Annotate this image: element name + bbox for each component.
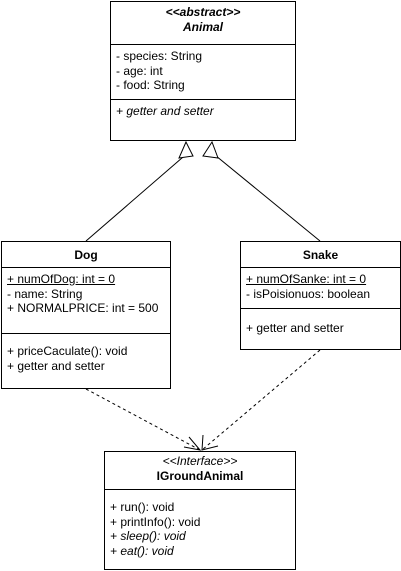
class-dog-attributes: + numOfDog: int = 0 - name: String + NOR… [2,268,170,334]
class-snake-attributes: + numOfSanke: int = 0 - isPoisionuos: bo… [241,268,400,309]
realization-arrowhead-dog [183,436,202,451]
operation: + priceCaculate(): void [7,344,128,358]
interface-igroundanimal[interactable]: <<Interface>> IGroundAnimal + run(): voi… [104,451,296,570]
class-dog-name: Dog [74,248,98,262]
class-dog[interactable]: Dog + numOfDog: int = 0 - name: String +… [1,241,171,389]
class-animal-name: Animal [182,20,223,34]
class-dog-operations: + priceCaculate(): void + getter and set… [2,334,170,388]
operation: + getter and setter [246,321,344,335]
interface-igroundanimal-header: <<Interface>> IGroundAnimal [105,452,295,490]
operation: + run(): void [110,500,175,514]
snake-inherits-animal-line [209,150,321,242]
inheritance-arrowhead-snake [202,140,219,159]
class-animal-header: <<abstract>> Animal [111,2,295,45]
class-snake-name: Snake [302,248,339,262]
interface-igroundanimal-operations: + run(): void + printInfo(): void + slee… [105,490,295,569]
operation: + getter and setter [116,104,214,118]
inheritance-arrowhead-dog [178,140,194,159]
attribute: - food: String [116,78,185,92]
dog-inherits-animal-line [85,150,191,242]
operation: + printInfo(): void [110,514,201,529]
attribute: - name: String [7,286,83,301]
class-animal-attributes: - species: String - age: int - food: Str… [111,45,295,100]
dog-realizes-iground-line [85,388,201,451]
abstract-operation: + sleep(): void [110,529,186,543]
interface-igroundanimal-name: IGroundAnimal [156,469,244,483]
static-attribute: + numOfSanke: int = 0 [246,272,367,286]
attribute: - age: int [116,63,163,78]
class-snake[interactable]: Snake + numOfSanke: int = 0 - isPoisionu… [240,241,401,350]
operation: + getter and setter [7,358,105,373]
attribute: - isPoisionuos: boolean [246,286,371,301]
attribute: + NORMALPRICE: int = 500 [7,301,159,315]
class-animal-operations: + getter and setter [111,100,295,140]
abstract-operation: + eat(): void [110,543,174,558]
class-animal-stereotype: <<abstract>> [165,5,241,19]
static-attribute: + numOfDog: int = 0 [7,272,116,286]
class-animal[interactable]: <<abstract>> Animal - species: String - … [110,1,296,141]
realization-arrowhead-snake [201,434,219,451]
snake-realizes-iground-line [201,349,321,451]
attribute: - species: String [116,49,203,63]
class-snake-header: Snake [241,242,400,268]
interface-stereotype: <<Interface>> [162,454,238,468]
class-dog-header: Dog [2,242,170,268]
class-snake-operations: + getter and setter [241,309,400,349]
